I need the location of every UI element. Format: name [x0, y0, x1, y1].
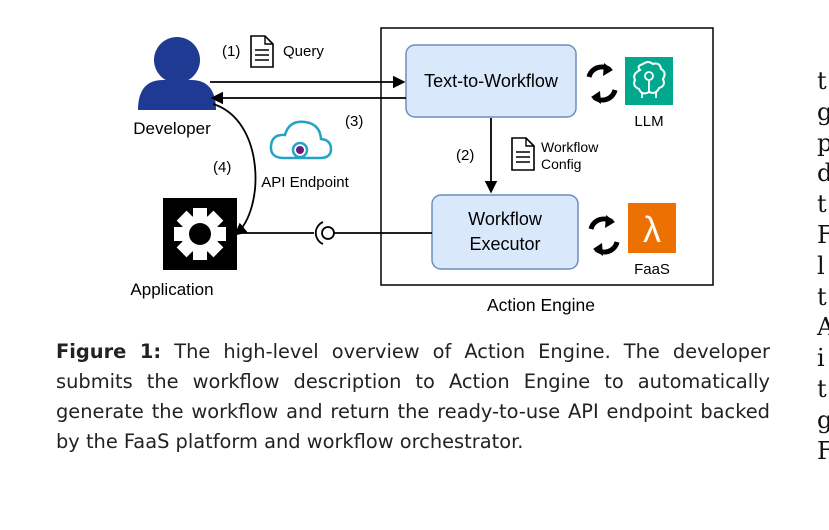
workflow-executor-label-line2: Executor	[469, 234, 540, 254]
side-letter: g	[817, 405, 829, 434]
query-label: Query	[283, 43, 324, 60]
step2-label: (2)	[456, 147, 474, 164]
svg-text:λ: λ	[643, 209, 661, 250]
application-gear-icon	[163, 198, 237, 270]
workflow-executor-box	[431, 194, 579, 270]
figure-caption: Figure 1: The high-level overview of Act…	[56, 337, 770, 457]
side-letter: g	[817, 97, 829, 126]
action-engine-label: Action Engine	[487, 295, 595, 315]
workflow-config-label-line1: Workflow	[541, 139, 599, 155]
side-letter: A	[817, 313, 829, 342]
application-label: Application	[130, 280, 213, 299]
faas-cycle-arrows-icon	[588, 215, 620, 256]
side-letter: p	[817, 128, 829, 157]
architecture-diagram: Action Engine Developer Application Text…	[130, 27, 714, 315]
text-to-workflow-box	[405, 44, 577, 118]
interface-ball-icon	[321, 226, 335, 240]
llm-label: LLM	[634, 113, 663, 130]
side-letter: t	[817, 67, 827, 95]
llm-cycle-arrows-icon	[586, 63, 618, 104]
step4-label: (4)	[213, 159, 231, 176]
adjacent-column-text: t g p d t F l t A i t g F	[817, 66, 829, 466]
figure-caption-text: The high-level overview of Action Engine…	[56, 340, 770, 453]
side-letter: t	[817, 282, 827, 311]
query-document-icon	[250, 35, 274, 68]
llm-brain-icon	[625, 57, 673, 105]
faas-label: FaaS	[634, 261, 670, 278]
interface-socket-icon	[314, 221, 324, 245]
side-letter: F	[817, 436, 829, 465]
workflow-executor-label-line1: Workflow	[468, 209, 543, 229]
side-letter: t	[817, 190, 827, 219]
action-engine-container	[380, 27, 714, 286]
step3-label: (3)	[345, 113, 363, 130]
figure-label: Figure 1:	[56, 340, 162, 363]
api-endpoint-cloud-icon	[269, 120, 333, 160]
side-letter: l	[817, 251, 825, 280]
workflow-config-label-line2: Config	[541, 156, 581, 172]
side-letter: F	[817, 220, 829, 249]
api-endpoint-label: API Endpoint	[261, 174, 349, 191]
side-letter: d	[817, 159, 829, 188]
developer-icon	[138, 37, 216, 110]
workflow-config-document-icon	[511, 137, 535, 171]
side-letter: i	[817, 344, 825, 373]
developer-label: Developer	[133, 119, 211, 138]
deploy-curved-arrow	[212, 103, 257, 236]
text-to-workflow-label: Text-to-Workflow	[424, 71, 559, 91]
step1-label: (1)	[222, 43, 240, 60]
side-letter: t	[817, 374, 827, 403]
faas-lambda-icon: λ	[628, 203, 676, 253]
